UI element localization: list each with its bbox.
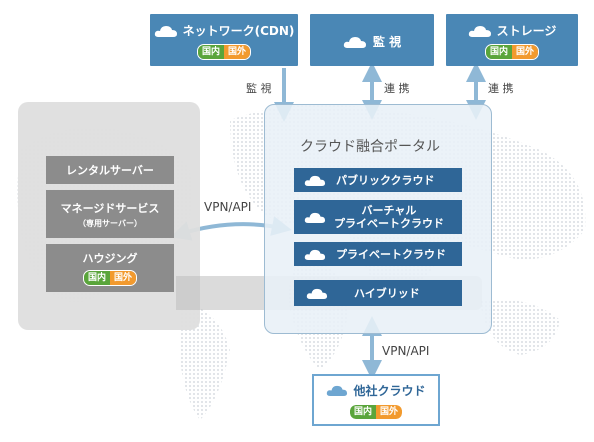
domestic-badge: 国内 bbox=[83, 271, 110, 285]
cloud-icon bbox=[343, 36, 366, 48]
vpn-api-label: VPN/API bbox=[204, 200, 252, 214]
housing-box: ハウジング 国内国外 bbox=[46, 244, 174, 292]
public-cloud-label: パブリッククラウド bbox=[336, 174, 435, 187]
cloud-icon bbox=[304, 212, 326, 223]
hybrid-box: ハイブリッド bbox=[294, 280, 462, 306]
virtual-private-cloud-box: バーチャル プライベートクラウド bbox=[294, 200, 462, 234]
private-cloud-label: プライベートクラウド bbox=[336, 248, 446, 261]
domestic-badge: 国内 bbox=[197, 45, 224, 59]
overseas-badge: 国外 bbox=[512, 45, 539, 59]
cloud-icon bbox=[327, 385, 348, 396]
housing-label: ハウジング bbox=[82, 252, 138, 265]
overseas-badge: 国外 bbox=[224, 45, 251, 59]
region-badge: 国内国外 bbox=[196, 44, 252, 60]
monitoring-box: 監 視 bbox=[310, 14, 434, 66]
private-cloud-box: プライベートクラウド bbox=[294, 242, 462, 266]
domestic-badge: 国内 bbox=[349, 405, 376, 419]
portal-title: クラウド融合ポータル bbox=[300, 139, 440, 155]
storage-label: ストレージ bbox=[496, 24, 557, 38]
region-badge: 国内国外 bbox=[82, 270, 138, 286]
storage-box: ストレージ 国内国外 bbox=[446, 14, 578, 66]
network-cdn-box: ネットワーク(CDN) 国内国外 bbox=[150, 14, 298, 66]
network-cdn-label: ネットワーク(CDN) bbox=[182, 24, 295, 38]
hybrid-label: ハイブリッド bbox=[354, 287, 420, 300]
monitor-connector-label: 監 視 bbox=[246, 82, 272, 95]
domestic-badge: 国内 bbox=[485, 45, 512, 59]
cloud-icon bbox=[154, 25, 177, 37]
virtual-private-label-line1: バーチャル bbox=[361, 204, 417, 217]
region-badge: 国内国外 bbox=[348, 404, 404, 420]
rental-server-box: レンタルサーバー bbox=[46, 156, 174, 184]
rental-server-label: レンタルサーバー bbox=[66, 164, 154, 177]
other-company-cloud-label: 他社クラウド bbox=[353, 384, 426, 398]
public-cloud-box: パブリッククラウド bbox=[294, 168, 462, 192]
cloud-icon bbox=[468, 25, 491, 37]
vpn-api-label: VPN/API bbox=[382, 344, 430, 358]
link-connector-label: 連 携 bbox=[488, 82, 514, 95]
cloud-icon bbox=[304, 249, 326, 260]
region-badge: 国内国外 bbox=[484, 44, 540, 60]
cloud-icon bbox=[306, 288, 328, 299]
link-connector-label: 連 携 bbox=[384, 82, 410, 95]
overseas-badge: 国外 bbox=[376, 405, 403, 419]
virtual-private-label-line2: プライベートクラウド bbox=[334, 217, 444, 230]
monitoring-label: 監 視 bbox=[372, 35, 402, 49]
managed-service-sublabel: （専用サーバー） bbox=[78, 218, 142, 228]
managed-service-label: マネージドサービス bbox=[60, 201, 160, 215]
managed-service-box: マネージドサービス （専用サーバー） bbox=[46, 190, 174, 238]
other-company-cloud-box: 他社クラウド 国内国外 bbox=[312, 374, 440, 426]
overseas-badge: 国外 bbox=[110, 271, 137, 285]
cloud-icon bbox=[304, 175, 326, 186]
